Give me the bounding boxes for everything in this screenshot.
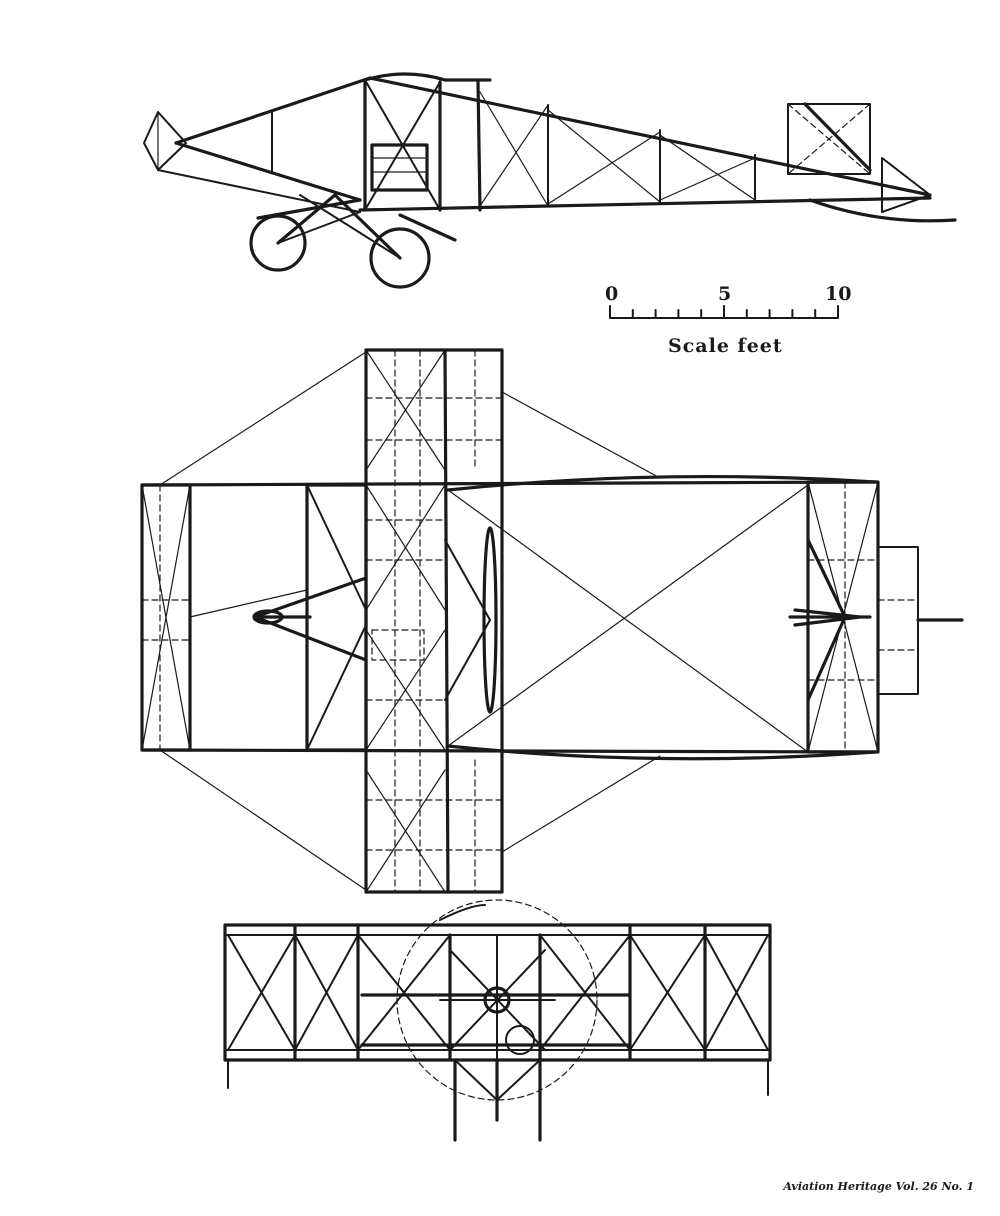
- front-view: [223, 899, 772, 1142]
- scale-bar: 0 5 10 Scale feet: [605, 283, 851, 357]
- publication-credit: Aviation Heritage Vol. 26 No. 1: [783, 1180, 974, 1193]
- scale-label-5: 5: [718, 283, 731, 305]
- plan-view: [140, 348, 964, 894]
- scale-caption: Scale feet: [668, 335, 783, 357]
- scale-ticks: [609, 305, 839, 319]
- side-view: [143, 72, 957, 289]
- scale-label-10: 10: [825, 283, 851, 305]
- scale-label-0: 0: [605, 283, 618, 305]
